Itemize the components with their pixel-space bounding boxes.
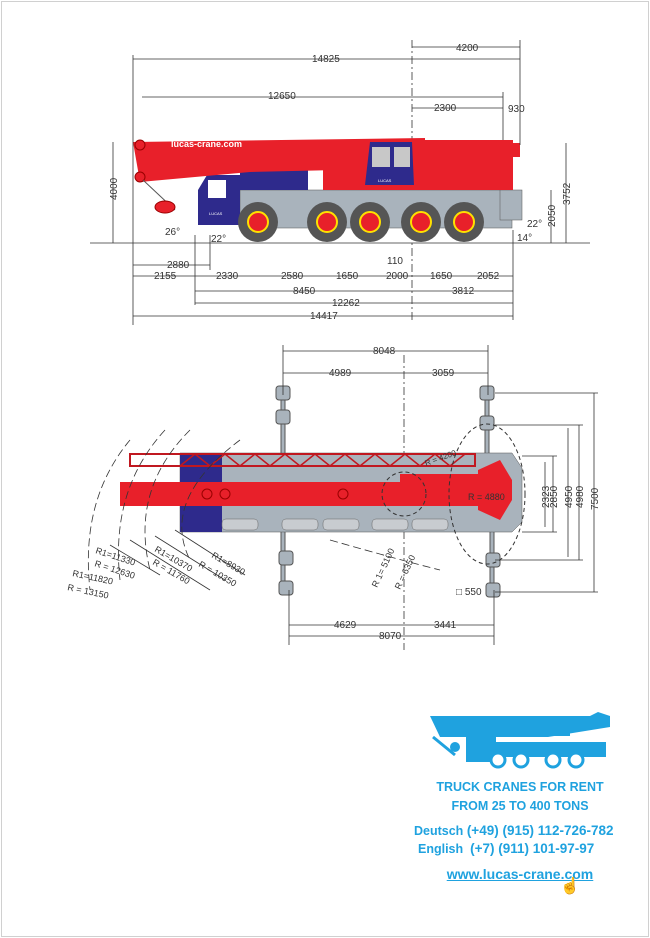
side-view: lucas-crane.com LUCAS LUCAS 14825 4200 1… <box>90 40 590 325</box>
radius-6350: R = 6350 <box>393 553 418 591</box>
angle-14: 14° <box>517 233 532 244</box>
dim-2052: 2052 <box>477 271 500 282</box>
website-link[interactable]: www.lucas-crane.com <box>446 866 594 882</box>
phone-label: English <box>418 842 464 856</box>
promo-block: TRUCK CRANES FOR RENT FROM 25 TO 400 TON… <box>400 778 640 895</box>
dim-4629: 4629 <box>334 620 357 631</box>
dim-8070: 8070 <box>379 631 402 642</box>
dim-4989: 4989 <box>329 368 352 379</box>
dim-2880: 2880 <box>167 260 190 271</box>
angle-22-front: 22° <box>211 234 226 245</box>
phone-deutsch: Deutsch (+49) (915) 112-726-782 <box>400 822 640 840</box>
dim-2330: 2330 <box>216 271 239 282</box>
dim-2300: 2300 <box>434 103 457 114</box>
outrigger-pad <box>479 385 495 401</box>
promo-crane-icon <box>430 712 610 769</box>
angle-26: 26° <box>165 227 180 238</box>
wheel <box>401 202 441 242</box>
dim-1650: 1650 <box>430 271 453 282</box>
cab-brand: LUCAS <box>378 178 392 183</box>
cab-brand: LUCAS <box>209 211 223 216</box>
dim-14417: 14417 <box>310 311 338 322</box>
dim-12650: 12650 <box>268 91 296 102</box>
outrigger-pad-size: □ 550 <box>456 587 482 598</box>
dim-2000: 2000 <box>386 271 409 282</box>
angle-22-rear: 22° <box>527 219 542 230</box>
wheel <box>307 202 347 242</box>
dim-4950: 4950 <box>564 485 575 508</box>
dim-4980: 4980 <box>575 485 586 508</box>
dim-3752: 3752 <box>562 182 573 205</box>
dim-3812: 3812 <box>452 286 475 297</box>
wheels <box>238 202 484 242</box>
dim-4000: 4000 <box>109 177 120 200</box>
dim-8450: 8450 <box>293 286 316 297</box>
dim-4200: 4200 <box>456 43 479 54</box>
dim-2323: 2323 <box>541 485 552 508</box>
top-view: 8048 4989 3059 4629 3441 8070 7500 4980 … <box>67 345 601 650</box>
outrigger-pad <box>278 550 294 566</box>
phone-english: English (+7) (911) 101-97-97 <box>400 840 640 858</box>
phone-label: Deutsch <box>414 824 464 838</box>
phone-number[interactable]: (+7) (911) 101-97-97 <box>470 841 595 856</box>
wheel <box>444 202 484 242</box>
dim-14825: 14825 <box>312 54 340 65</box>
radius-5100: R 1= 5100 <box>370 547 397 589</box>
boom-logo-text: lucas-crane.com <box>171 139 242 149</box>
radius-4880: R = 4880 <box>468 492 505 502</box>
hand-pointer-icon: ☝ <box>560 878 580 895</box>
wheel <box>238 202 278 242</box>
lattice-jib <box>129 453 476 467</box>
dim-8048: 8048 <box>373 346 396 357</box>
dim-12262: 12262 <box>332 298 360 309</box>
dim-2050: 2050 <box>547 204 558 227</box>
dim-110: 110 <box>387 256 403 267</box>
promo-headline-1: TRUCK CRANES FOR RENT <box>436 780 604 794</box>
radius-13150: R = 13150 <box>67 582 110 600</box>
dim-2850: 2850 <box>549 485 560 508</box>
dim-3441: 3441 <box>434 620 457 631</box>
dim-1650: 1650 <box>336 271 359 282</box>
dim-7500: 7500 <box>590 487 601 510</box>
promo-headline-2: FROM 25 TO 400 TONS <box>451 799 589 813</box>
wheel <box>350 202 390 242</box>
dim-2580: 2580 <box>281 271 304 282</box>
phone-number[interactable]: (+49) (915) 112-726-782 <box>466 823 614 838</box>
dim-2155: 2155 <box>154 271 177 282</box>
dim-3059: 3059 <box>432 368 455 379</box>
dim-930: 930 <box>508 104 525 115</box>
